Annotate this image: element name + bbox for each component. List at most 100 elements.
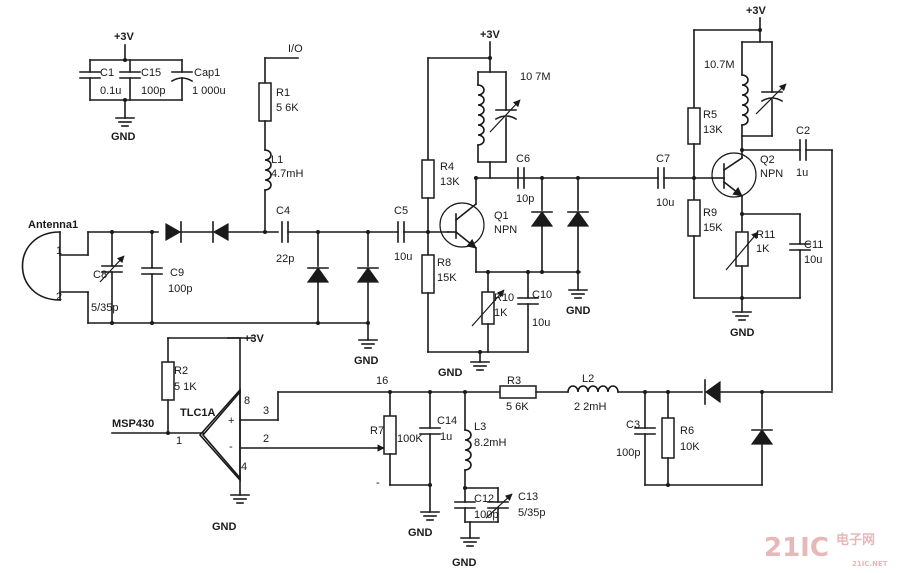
label-antenna: Antenna1 <box>28 219 78 231</box>
label-cap1-val: 1 000u <box>192 85 226 97</box>
label-io: I/O <box>288 43 303 55</box>
label-r3: R3 <box>507 375 521 387</box>
label-gnd-4: GND <box>438 367 463 379</box>
opamp-detector <box>111 337 833 547</box>
watermark-logo: 21IC <box>764 533 829 563</box>
label-c13-val: 5/35p <box>518 507 546 519</box>
label-pin1: 1 <box>56 245 62 257</box>
label-r11: R11 <box>756 229 775 241</box>
label-c12-val: 100p <box>474 509 498 521</box>
label-gnd-8: GND <box>452 557 477 569</box>
label-vcc-3: +3V <box>746 5 767 17</box>
r1-l1-branch <box>258 57 299 233</box>
watermark-url: 21IC.NET <box>852 560 888 568</box>
label-c11-val: 10u <box>804 254 822 266</box>
label-c3: C3 <box>626 419 640 431</box>
label-r2-val: 5 1K <box>174 381 197 393</box>
label-node-16: 16 <box>376 375 388 387</box>
component-labels: +3V C1 0.1u C15 100p Cap1 1 000u GND I/O… <box>28 5 823 569</box>
label-c10-val: 10u <box>532 317 550 329</box>
label-c1: C1 <box>100 67 114 79</box>
label-c5-val: 10u <box>394 251 412 263</box>
label-cap1: Cap1 <box>194 67 220 79</box>
label-gnd-3: GND <box>566 305 591 317</box>
stage2-q2 <box>687 17 833 391</box>
label-r2: R2 <box>174 365 188 377</box>
label-c2-val: 1u <box>796 167 808 179</box>
label-r5-val: 13K <box>703 124 723 136</box>
label-xf2: 10.7M <box>704 59 735 71</box>
label-c10: C10 <box>532 289 552 301</box>
label-c12: C12 <box>474 493 494 505</box>
label-c14-val: 1u <box>440 431 452 443</box>
label-r5: R5 <box>703 109 717 121</box>
label-opamp: TLC1A <box>180 407 216 419</box>
label-c4-val: 22p <box>276 253 294 265</box>
label-op-pin3: 3 <box>263 405 269 417</box>
label-r10-val: 1K <box>494 307 508 319</box>
label-c2: C2 <box>796 125 810 137</box>
label-op-pin1: 1 <box>176 435 182 447</box>
label-c11: C11 <box>804 239 823 251</box>
label-c8: C8 <box>93 269 107 281</box>
label-msp: MSP430 <box>112 418 154 430</box>
label-r7: R7 <box>370 425 384 437</box>
label-gnd-2: GND <box>354 355 379 367</box>
label-l2: L2 <box>582 373 594 385</box>
label-c9-val: 100p <box>168 283 192 295</box>
label-l3-val: 8.2mH <box>474 437 506 449</box>
label-c15-val: 100p <box>141 85 165 97</box>
label-c9: C9 <box>170 267 184 279</box>
label-op-minus: - <box>229 441 233 453</box>
label-r10: R10 <box>494 292 514 304</box>
label-c6: C6 <box>516 153 530 165</box>
antenna-frontend <box>21 221 449 349</box>
label-l2-val: 2 2mH <box>574 401 606 413</box>
label-vcc-4: +3V <box>244 333 265 345</box>
watermark-cn: 电子网 <box>836 532 875 548</box>
label-c7: C7 <box>656 153 670 165</box>
label-r11-val: 1K <box>756 243 770 255</box>
label-l3: L3 <box>474 421 486 433</box>
label-c5: C5 <box>394 205 408 217</box>
label-r1: R1 <box>276 87 290 99</box>
label-vcc-1: +3V <box>114 31 135 43</box>
label-r9-val: 15K <box>703 222 723 234</box>
stage1-q1 <box>421 41 713 371</box>
label-r4-val: 13K <box>440 176 460 188</box>
label-q2: Q2 <box>760 154 775 166</box>
label-c13: C13 <box>518 491 538 503</box>
label-r6: R6 <box>680 425 694 437</box>
label-xf1: 10 7M <box>520 71 551 83</box>
label-vcc-2: +3V <box>480 29 501 41</box>
label-q1: Q1 <box>494 210 509 222</box>
label-gnd-5: GND <box>730 327 755 339</box>
label-r7-val: 100K <box>397 433 423 445</box>
label-c7-val: 10u <box>656 197 674 209</box>
label-op-pin4: 4 <box>241 461 247 473</box>
label-pin2: 2 <box>56 291 62 303</box>
label-c14: C14 <box>437 415 457 427</box>
label-l1-val: 4.7mH <box>271 168 303 180</box>
label-gnd-6: GND <box>212 521 237 533</box>
label-c6-val: 10p <box>516 193 534 205</box>
label-r4: R4 <box>440 161 454 173</box>
label-c15: C15 <box>141 67 161 79</box>
label-c1-val: 0.1u <box>100 85 121 97</box>
power-decoupling <box>79 44 194 127</box>
label-r1-val: 5 6K <box>276 102 299 114</box>
label-r8-val: 15K <box>437 272 457 284</box>
label-r3-val: 5 6K <box>506 401 529 413</box>
label-gnd-1: GND <box>111 131 136 143</box>
label-q2-type: NPN <box>760 168 783 180</box>
label-c3-val: 100p <box>616 447 640 459</box>
label-q1-type: NPN <box>494 224 517 236</box>
watermark: 21IC 电子网 21IC.NET <box>764 532 888 568</box>
label-op-pin2: 2 <box>263 433 269 445</box>
label-minus-mark: - <box>376 477 380 489</box>
label-c4: C4 <box>276 205 290 217</box>
label-gnd-7: GND <box>408 527 433 539</box>
label-c8-val: 5/35p <box>91 302 119 314</box>
label-r9: R9 <box>703 207 717 219</box>
